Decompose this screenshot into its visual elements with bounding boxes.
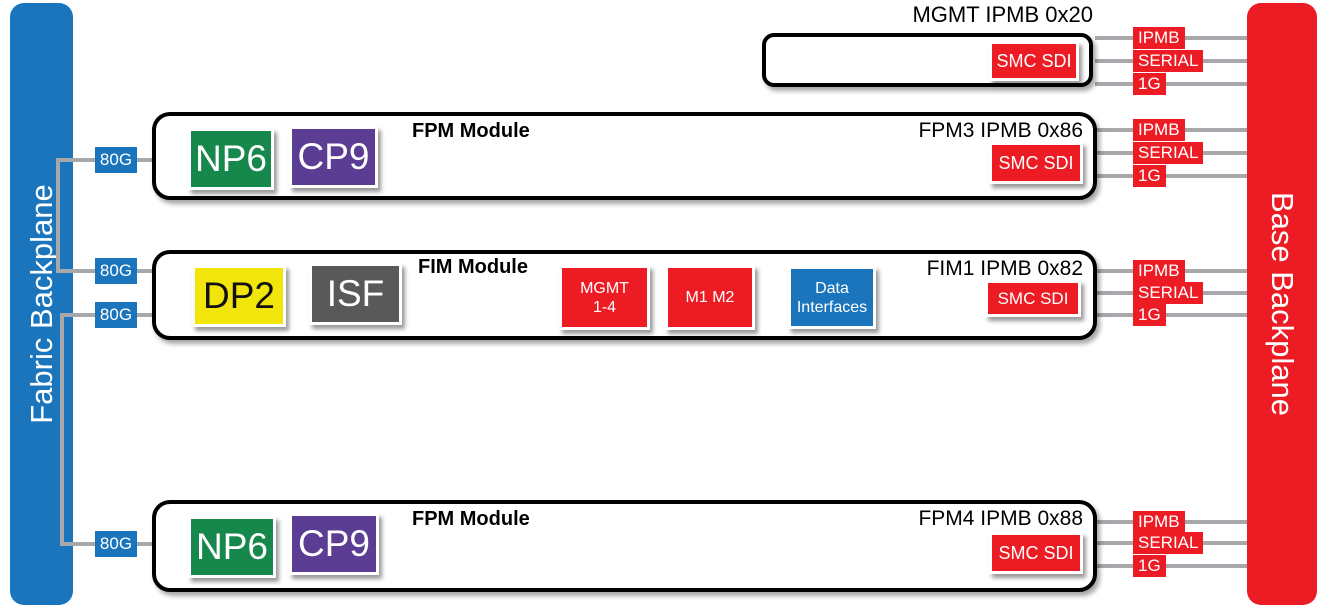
bus-line-fim1-1g [1095, 313, 1247, 317]
bus-label-fpm3-serial: SERIAL [1133, 142, 1204, 164]
fpm3-module-type-label: FPM Module [412, 120, 530, 142]
fabric-joint-line-bottom [60, 313, 64, 546]
mgmt-module: SMC SDI [762, 33, 1093, 87]
bus-label-fpm4-serial: SERIAL [1133, 532, 1204, 554]
bus-line-fpm3-1g [1095, 174, 1247, 178]
smc-sdi-chip-fim1: SMC SDI [985, 280, 1081, 317]
fabric-port-label-fim1-b: 80G [95, 302, 137, 328]
isf-chip-fim1: ISF [309, 263, 402, 325]
fabric-port-label-fpm3: 80G [95, 147, 137, 173]
fabric-joint-line-top [56, 158, 60, 273]
data-interfaces-line2: Interfaces [796, 298, 868, 316]
fpm3-module-id-label: FPM3 IPMB 0x86 [918, 119, 1083, 142]
bus-label-fim1-ipmb: IPMB [1133, 260, 1185, 282]
mgmt-module-title: MGMT IPMB 0x20 [912, 2, 1093, 27]
mgmt-ports-chip-fim1: MGMT 1-4 [559, 265, 650, 330]
smc-sdi-chip-fpm3: SMC SDI [989, 142, 1083, 184]
smc-sdi-chip-mgmt: SMC SDI [989, 41, 1079, 81]
bus-label-fpm3-ipmb: IPMB [1133, 119, 1185, 141]
bus-label-mgmt-serial: SERIAL [1133, 50, 1204, 72]
data-interfaces-chip-fim1: Data Interfaces [788, 266, 876, 329]
np6-chip-fpm3: NP6 [188, 128, 274, 190]
bus-label-fpm4-ipmb: IPMB [1133, 511, 1185, 533]
fim1-module-id-label: FIM1 IPMB 0x82 [926, 257, 1083, 280]
fpm3-module: NP6 CP9 FPM Module FPM3 IPMB 0x86 SMC SD… [152, 112, 1097, 200]
bus-line-mgmt-1g [1095, 82, 1247, 86]
dp2-chip-fim1: DP2 [192, 265, 286, 327]
bus-label-fpm3-1g: 1G [1133, 165, 1166, 187]
np6-chip-fpm4: NP6 [188, 516, 276, 578]
fpm4-module: NP6 CP9 FPM Module FPM4 IPMB 0x88 SMC SD… [152, 500, 1097, 592]
bus-label-fim1-serial: SERIAL [1133, 282, 1204, 304]
bus-label-fpm4-1g: 1G [1133, 555, 1166, 577]
fabric-backplane-label: Fabric Backplane [23, 184, 59, 424]
smc-sdi-chip-fpm4: SMC SDI [989, 532, 1083, 574]
bus-label-fim1-1g: 1G [1133, 304, 1166, 326]
base-backplane-label: Base Backplane [1265, 191, 1301, 417]
cp9-chip-fpm3: CP9 [289, 126, 378, 188]
base-backplane: Base Backplane [1247, 3, 1317, 605]
cp9-chip-fpm4: CP9 [289, 513, 379, 575]
fpm4-module-id-label: FPM4 IPMB 0x88 [918, 507, 1083, 530]
fim1-module: DP2 ISF FIM Module MGMT 1-4 M1 M2 Data I… [152, 250, 1097, 340]
bus-label-mgmt-1g: 1G [1133, 73, 1166, 95]
data-interfaces-line1: Data [815, 279, 849, 297]
fim1-module-type-label: FIM Module [418, 256, 528, 278]
bus-line-fpm4-1g [1095, 564, 1247, 568]
m1m2-chip-fim1: M1 M2 [665, 265, 755, 330]
mgmt-ports-line1: MGMT [580, 279, 629, 297]
fabric-port-label-fpm4: 80G [95, 531, 137, 557]
bus-label-mgmt-ipmb: IPMB [1133, 27, 1185, 49]
fabric-port-label-fim1-a: 80G [95, 258, 137, 284]
fpm4-module-type-label: FPM Module [412, 508, 530, 530]
mgmt-ports-line2: 1-4 [592, 298, 617, 316]
